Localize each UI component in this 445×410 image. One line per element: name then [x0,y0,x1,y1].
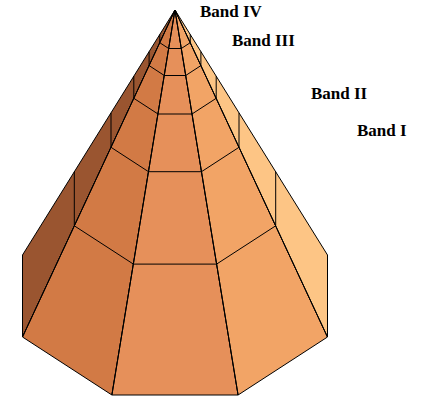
edge-line [23,10,176,337]
band-boundary [111,113,239,172]
band-boundary [149,52,201,76]
band-label: Band II [311,85,367,104]
band-label: Band III [232,32,295,51]
band-boundary [74,172,275,264]
band-boundary [134,76,216,114]
right-face [175,10,328,337]
band-label: Band I [357,122,407,141]
band-label: Band IV [200,3,262,22]
edge-line [112,10,175,395]
band-boundary [160,35,191,49]
edge-line [175,10,238,395]
edge-line [175,10,328,337]
